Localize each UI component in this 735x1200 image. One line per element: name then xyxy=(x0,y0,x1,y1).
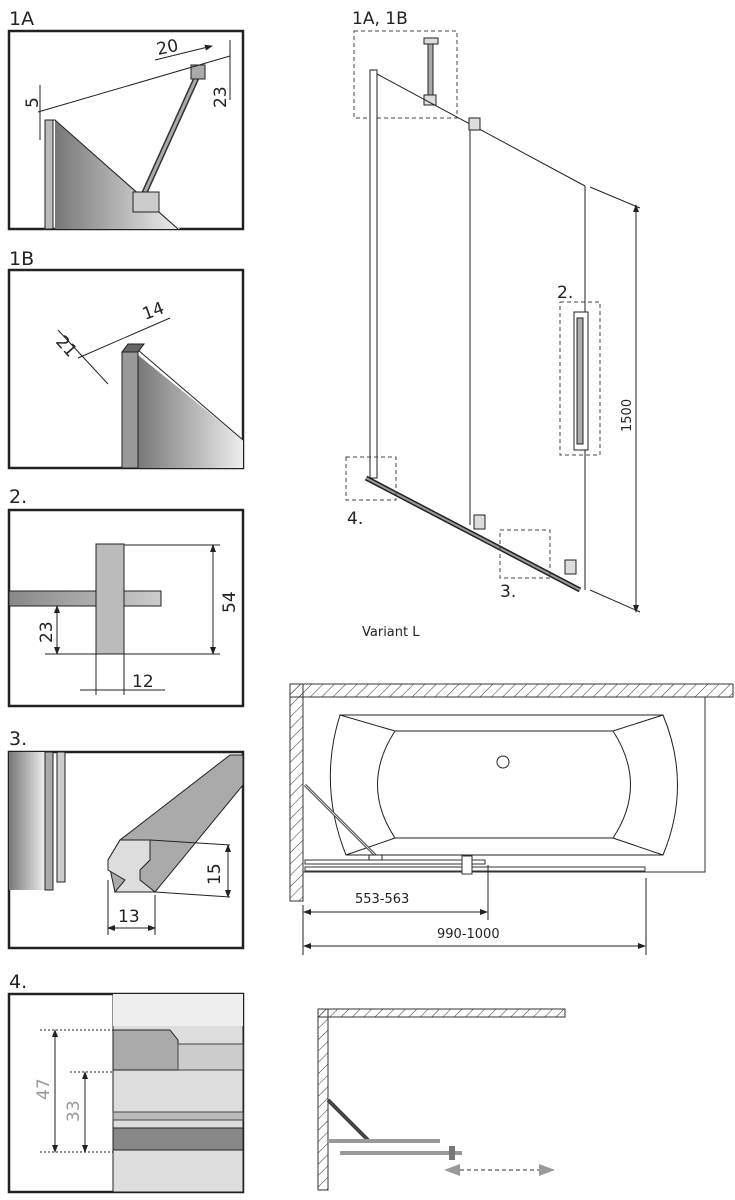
detail-4-label: 4. xyxy=(9,971,27,993)
dim-12: 12 xyxy=(132,672,154,692)
callout-4: 4. xyxy=(347,509,363,529)
dim-33: 33 xyxy=(64,1100,84,1122)
dim-5: 5 xyxy=(23,97,43,108)
main-perspective-view: 1A, 1B 2. 4. 3. 1500 Variant L xyxy=(345,9,641,640)
dim-54: 54 xyxy=(220,591,240,613)
dim-15: 15 xyxy=(205,863,225,885)
sliding-movement-diagram xyxy=(317,1008,566,1191)
detail-4: 4. 47 33 xyxy=(7,971,245,1194)
callout-1a-1b: 1A, 1B xyxy=(352,9,408,29)
dim-23: 23 xyxy=(211,86,231,108)
dim-553-563: 553-563 xyxy=(355,892,409,907)
dim-990-1000: 990-1000 xyxy=(437,927,500,942)
plan-view: 553-563 990-1000 xyxy=(289,683,734,955)
detail-3: 3. 15 13 xyxy=(7,728,245,950)
detail-1a-label: 1A xyxy=(9,8,34,30)
dim-23-handle: 23 xyxy=(37,621,57,643)
detail-2-label: 2. xyxy=(9,486,27,508)
dim-1500: 1500 xyxy=(620,399,635,432)
callout-2: 2. xyxy=(557,283,573,303)
detail-3-label: 3. xyxy=(9,728,27,750)
detail-2: 2. 54 23 12 xyxy=(7,486,245,708)
detail-1b: 1B 14 21 xyxy=(7,248,245,470)
variant-caption: Variant L xyxy=(362,625,420,640)
callout-3: 3. xyxy=(500,582,516,602)
dim-13: 13 xyxy=(118,907,140,927)
dim-47: 47 xyxy=(34,1078,54,1100)
dim-20: 20 xyxy=(155,36,180,60)
detail-1a: 1A 20 5 23 xyxy=(7,8,245,231)
detail-1b-label: 1B xyxy=(9,248,34,270)
